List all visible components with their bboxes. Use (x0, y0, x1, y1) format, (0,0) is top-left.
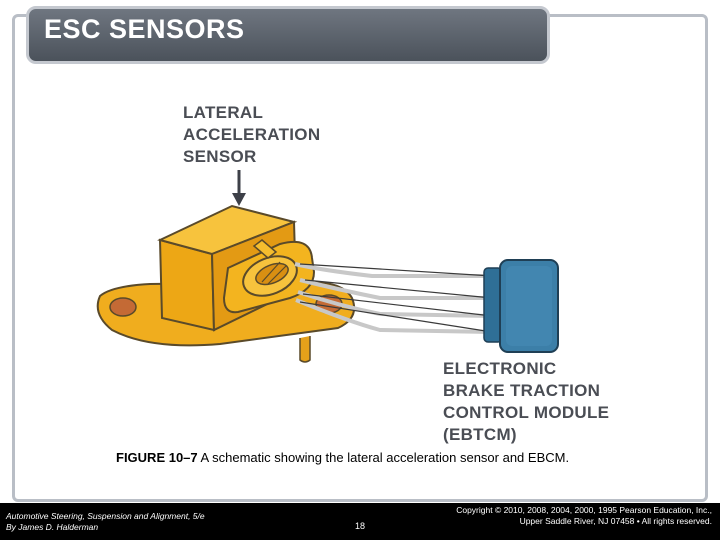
page-number: 18 (355, 521, 366, 531)
book-author: By James D. Halderman (6, 522, 99, 532)
mounting-hole-left (109, 297, 137, 317)
sensor-label-line: ACCELERATION (183, 125, 321, 144)
module-label-line: ELECTRONIC (443, 359, 557, 378)
sensor-label-line: LATERAL (183, 103, 264, 122)
footer-bar: Automotive Steering, Suspension and Alig… (0, 503, 720, 540)
figure-number: FIGURE 10–7 (116, 450, 198, 465)
title-bar (26, 6, 550, 64)
wire-1 (294, 262, 492, 278)
module-label-line: BRAKE TRACTION (443, 381, 601, 400)
wire-2 (299, 278, 492, 300)
caption-text: A schematic showing the lateral accelera… (197, 450, 570, 465)
copyright: Copyright © 2010, 2008, 2004, 2000, 1995… (456, 505, 712, 527)
module-label-line: (EBTCM) (443, 425, 517, 444)
wire-4 (295, 298, 493, 334)
sensor-label: LATERAL ACCELERATION SENSOR (183, 102, 320, 168)
slide-title: ESC SENSORS (44, 14, 245, 44)
connector-latch (252, 239, 278, 259)
sensor-label-line: SENSOR (183, 147, 257, 166)
book-credit: Automotive Steering, Suspension and Alig… (6, 511, 205, 533)
module-label-line: CONTROL MODULE (443, 403, 610, 422)
pointer-arrow-head (232, 193, 246, 206)
module-label: ELECTRONIC BRAKE TRACTION CONTROL MODULE… (443, 358, 609, 446)
copyright-line: Copyright © 2010, 2008, 2004, 2000, 1995… (456, 505, 712, 515)
sensor-body-front (158, 238, 216, 332)
sensor-stem (299, 336, 311, 363)
slide-frame (12, 14, 708, 502)
figure-caption: FIGURE 10–7 A schematic showing the late… (116, 450, 569, 465)
book-title: Automotive Steering, Suspension and Alig… (6, 511, 205, 521)
copyright-line: Upper Saddle River, NJ 07458 • All right… (519, 516, 712, 526)
ebtcm-module (499, 259, 559, 353)
